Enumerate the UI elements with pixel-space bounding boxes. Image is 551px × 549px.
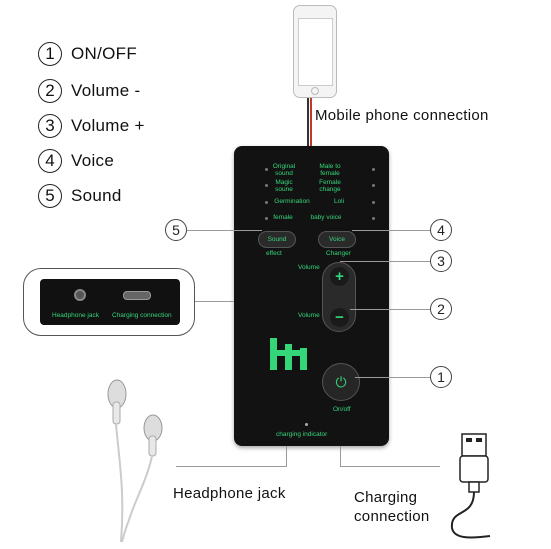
logo-icon — [270, 338, 307, 370]
mode-led — [265, 217, 268, 220]
charging-led — [305, 423, 308, 426]
mode-label: Germination — [274, 198, 310, 205]
charging-port — [123, 291, 151, 300]
callout-5: 5 — [165, 219, 187, 241]
legend-item-volume-up: 3 Volume + — [38, 113, 145, 139]
legend-label: Sound — [71, 186, 122, 205]
mode-led — [372, 201, 375, 204]
usb-cable-image — [450, 433, 491, 539]
volume-down-button[interactable]: − — [330, 308, 349, 327]
mode-label: Magic soune — [275, 179, 293, 193]
power-icon: ⏻ — [335, 373, 347, 390]
legend-number: 5 — [38, 184, 62, 208]
phone-screen — [298, 18, 333, 86]
earphones-image — [107, 379, 163, 543]
legend-label: Volume - — [71, 81, 141, 100]
legend-number: 4 — [38, 149, 62, 173]
legend-item-on-off: 1 ON/OFF — [38, 41, 137, 67]
phone-cable — [307, 98, 309, 146]
charging-line-vertical — [340, 446, 341, 466]
mode-led — [372, 184, 375, 187]
legend-number: 2 — [38, 79, 62, 103]
mode-led — [372, 168, 375, 171]
volume-down-label: Volume — [298, 312, 320, 319]
voice-changer-label: Changer — [326, 250, 351, 257]
mode-label: female — [273, 214, 293, 221]
callout-line-1 — [355, 377, 432, 378]
phone-image — [293, 5, 337, 98]
legend-label: Volume + — [71, 116, 145, 135]
charging-line-horizontal — [340, 466, 440, 467]
callout-line-5 — [187, 230, 262, 231]
power-label: On/off — [333, 406, 351, 413]
ports-inset: Headphone jack Charging connection — [23, 268, 195, 336]
legend-number: 1 — [38, 42, 62, 66]
device-bottom-view: Headphone jack Charging connection — [40, 279, 180, 325]
volume-up-label: Volume — [298, 264, 320, 271]
callout-2: 2 — [430, 298, 452, 320]
mode-label: Original sound — [272, 163, 296, 177]
phone-cable-red — [310, 98, 312, 146]
callout-1: 1 — [430, 366, 452, 388]
callout-line-2 — [350, 309, 432, 310]
headphone-line-horizontal — [176, 466, 287, 467]
mode-label: Loli — [333, 198, 345, 205]
mode-led — [372, 217, 375, 220]
mode-label: baby voice — [310, 214, 342, 221]
volume-rocker: + − — [322, 262, 356, 332]
callout-line-3 — [340, 261, 432, 262]
callout-3: 3 — [430, 250, 452, 272]
inset-connector-line — [195, 301, 234, 302]
sound-effect-label: effect — [266, 250, 282, 257]
headphone-jack-caption: Headphone jack — [173, 485, 286, 502]
voice-changer-button[interactable]: Voice — [318, 231, 356, 248]
mode-label: Male to female — [319, 163, 341, 177]
callout-4: 4 — [430, 219, 452, 241]
callout-line-4 — [352, 230, 432, 231]
charging-indicator-label: charging indicator — [276, 431, 328, 438]
legend-number: 3 — [38, 114, 62, 138]
legend-label: Voice — [71, 151, 115, 170]
legend-item-voice: 4 Voice — [38, 148, 114, 174]
legend-label: ON/OFF — [71, 44, 138, 63]
legend-item-volume-down: 2 Volume - — [38, 78, 141, 104]
sound-effect-button[interactable]: Sound — [258, 231, 296, 248]
charging-caption-line1: Charging — [354, 489, 418, 506]
mode-led — [265, 184, 268, 187]
mode-led — [265, 168, 268, 171]
inset-charging-label: Charging connection — [112, 312, 172, 319]
charging-caption-line2: connection — [354, 508, 430, 525]
volume-up-button[interactable]: + — [330, 267, 349, 286]
power-button[interactable]: ⏻ — [322, 363, 360, 401]
headphone-line-vertical — [286, 446, 287, 466]
legend-item-sound: 5 Sound — [38, 183, 122, 209]
brand-logo — [268, 334, 310, 374]
mode-label: Female change — [319, 179, 341, 193]
headphone-jack-port — [74, 289, 86, 301]
phone-connection-caption: Mobile phone connection — [315, 107, 489, 124]
phone-home-button — [311, 87, 319, 95]
inset-jack-label: Headphone jack — [52, 312, 99, 319]
mode-led — [265, 201, 268, 204]
voice-changer-device — [234, 146, 389, 446]
